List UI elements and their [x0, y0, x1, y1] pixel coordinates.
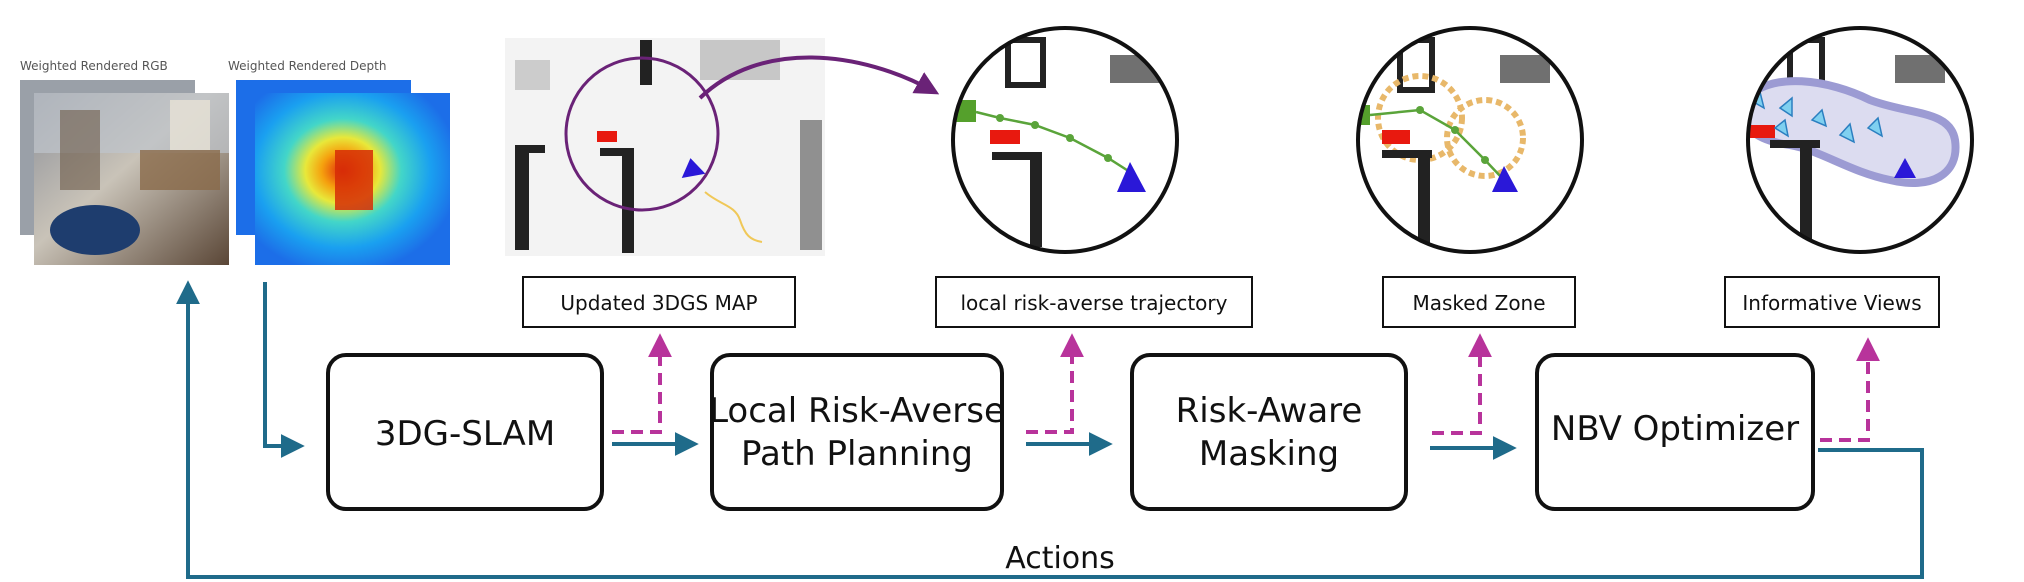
flow-arrows — [176, 280, 1924, 579]
robot-triangle-icon — [1117, 162, 1146, 192]
output-label-trajectory: local risk-averse trajectory — [935, 276, 1253, 328]
depth-caption: Weighted Rendered Depth — [228, 59, 386, 73]
zoom-arrow — [698, 55, 940, 100]
module-3dg-slam: 3DG-SLAM — [326, 353, 604, 511]
output-arrow — [1820, 337, 1880, 442]
obstacle-rect-icon — [1750, 125, 1775, 138]
module-risk-aware-masking: Risk-Aware Masking — [1130, 353, 1408, 511]
trajectory-zoom-circle — [951, 26, 1179, 254]
output-arrow — [1026, 333, 1084, 434]
feedback-arrow — [176, 280, 1924, 579]
obstacle-rect-icon — [990, 130, 1020, 144]
module-label: Local Risk-Averse — [709, 391, 1005, 431]
module-nbv-optimizer: NBV Optimizer — [1535, 353, 1815, 511]
actions-label: Actions — [1005, 541, 1115, 576]
rgb-caption: Weighted Rendered RGB — [20, 59, 168, 73]
depth-thumbnail: Weighted Rendered Depth — [228, 59, 450, 265]
camera-view-icon — [1748, 90, 1884, 144]
module-label: 3DG-SLAM — [375, 414, 555, 454]
module-label: Risk-Aware — [1176, 391, 1363, 431]
output-arrow — [612, 333, 672, 434]
output-text: local risk-averse trajectory — [961, 291, 1228, 315]
output-label-map: Updated 3DGS MAP — [522, 276, 796, 328]
output-label-masked-zone: Masked Zone — [1382, 276, 1576, 328]
obstacle-rect-icon — [1382, 130, 1410, 144]
goal-square-icon — [953, 100, 976, 122]
robot-triangle-icon — [1894, 158, 1916, 178]
output-text: Updated 3DGS MAP — [560, 291, 757, 315]
output-label-informative-views: Informative Views — [1724, 276, 1940, 328]
masked-zone-zoom-circle — [1356, 26, 1584, 254]
module-path-planning: Local Risk-Averse Path Planning — [709, 353, 1005, 511]
zoom-region-circle — [564, 56, 720, 212]
informative-views-zoom-circle — [1720, 26, 1974, 254]
obstacle-rect-icon — [597, 131, 617, 142]
output-text: Informative Views — [1742, 291, 1921, 315]
robot-triangle-icon — [681, 158, 706, 178]
robot-triangle-icon — [1492, 166, 1518, 192]
output-arrows — [612, 333, 1880, 442]
module-label: NBV Optimizer — [1551, 409, 1799, 449]
rgb-thumbnail: Weighted Rendered RGB — [20, 59, 229, 265]
output-text: Masked Zone — [1412, 291, 1545, 315]
updated-map-snapshot — [505, 38, 825, 256]
goal-square-icon — [1720, 102, 1742, 120]
module-label: Masking — [1199, 434, 1339, 474]
flow-arrow — [263, 282, 305, 458]
trajectory-path — [975, 110, 1131, 174]
module-label: Path Planning — [741, 434, 973, 474]
output-arrow — [1432, 333, 1492, 435]
